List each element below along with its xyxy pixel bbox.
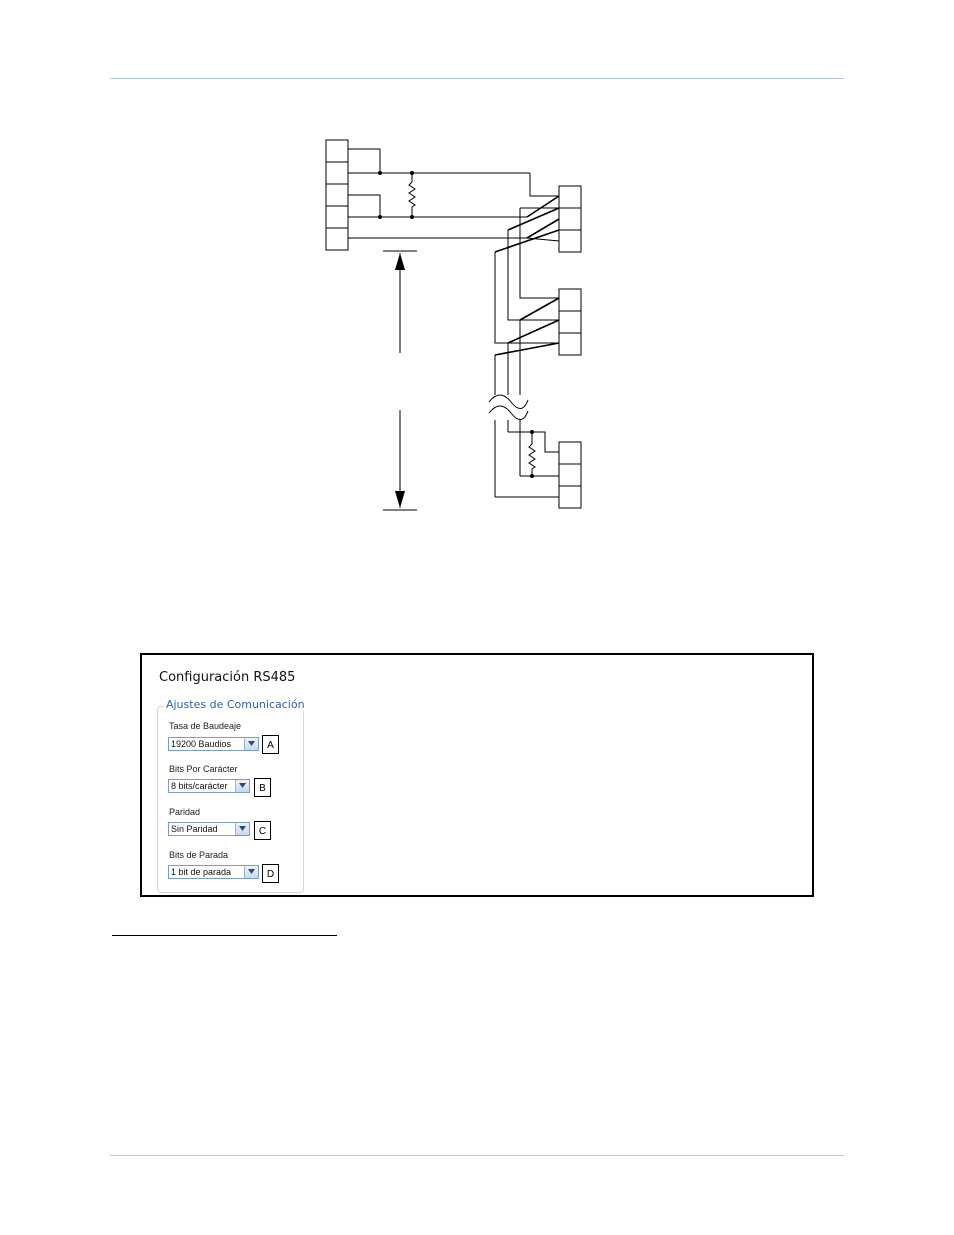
callout-c: C xyxy=(254,821,271,840)
parity-value: Sin Paridad xyxy=(171,824,218,834)
baud-rate-select[interactable]: 19200 Baudios xyxy=(168,737,259,751)
device2-terminal-2 xyxy=(558,310,582,334)
baud-rate-value: 19200 Baudios xyxy=(171,739,232,749)
callout-a: A xyxy=(262,735,279,754)
device1-terminal-1 xyxy=(558,185,582,209)
left-terminal-2 xyxy=(325,161,349,185)
stop-bits-value: 1 bit de parada xyxy=(171,867,232,877)
footnote-separator xyxy=(112,935,337,936)
panel-title: Configuración RS485 xyxy=(159,670,296,685)
rs485-settings-panel: Configuración RS485 Ajustes de Comunicac… xyxy=(140,653,814,897)
left-terminal-1 xyxy=(325,139,349,163)
left-terminal-4 xyxy=(325,205,349,229)
device1-terminal-3 xyxy=(558,229,582,253)
chevron-down-icon[interactable] xyxy=(244,738,258,750)
device3-terminal-3 xyxy=(558,485,582,509)
bits-per-character-label: Bits Por Carácter xyxy=(169,764,238,774)
stop-bits-label: Bits de Parada xyxy=(169,850,229,860)
device3-terminal-1 xyxy=(558,441,582,465)
device1-terminal-2 xyxy=(558,207,582,231)
group-title: Ajustes de Comunicación xyxy=(164,698,307,711)
callout-b: B xyxy=(254,778,271,797)
stop-bits-select[interactable]: 1 bit de parada xyxy=(168,865,259,879)
chevron-down-icon[interactable] xyxy=(235,823,249,835)
parity-select[interactable]: Sin Paridad xyxy=(168,822,250,836)
callout-d: D xyxy=(262,864,279,883)
device2-terminal-1 xyxy=(558,288,582,312)
footer-rule xyxy=(110,1155,844,1156)
parity-label: Paridad xyxy=(169,807,201,817)
device2-terminal-3 xyxy=(558,332,582,356)
left-terminal-5 xyxy=(325,227,349,251)
bits-per-character-select[interactable]: 8 bits/carácter xyxy=(168,779,250,793)
left-terminal-3 xyxy=(325,183,349,207)
baud-rate-label: Tasa de Baudeaje xyxy=(169,721,242,731)
rs485-wiring-diagram xyxy=(325,139,582,511)
communication-settings-group: Ajustes de Comunicación Tasa de Baudeaje… xyxy=(157,698,307,893)
chevron-down-icon[interactable] xyxy=(244,866,258,878)
device3-terminal-2 xyxy=(558,463,582,487)
chevron-down-icon[interactable] xyxy=(235,780,249,792)
header-rule xyxy=(110,78,844,79)
bits-per-character-value: 8 bits/carácter xyxy=(171,781,228,791)
